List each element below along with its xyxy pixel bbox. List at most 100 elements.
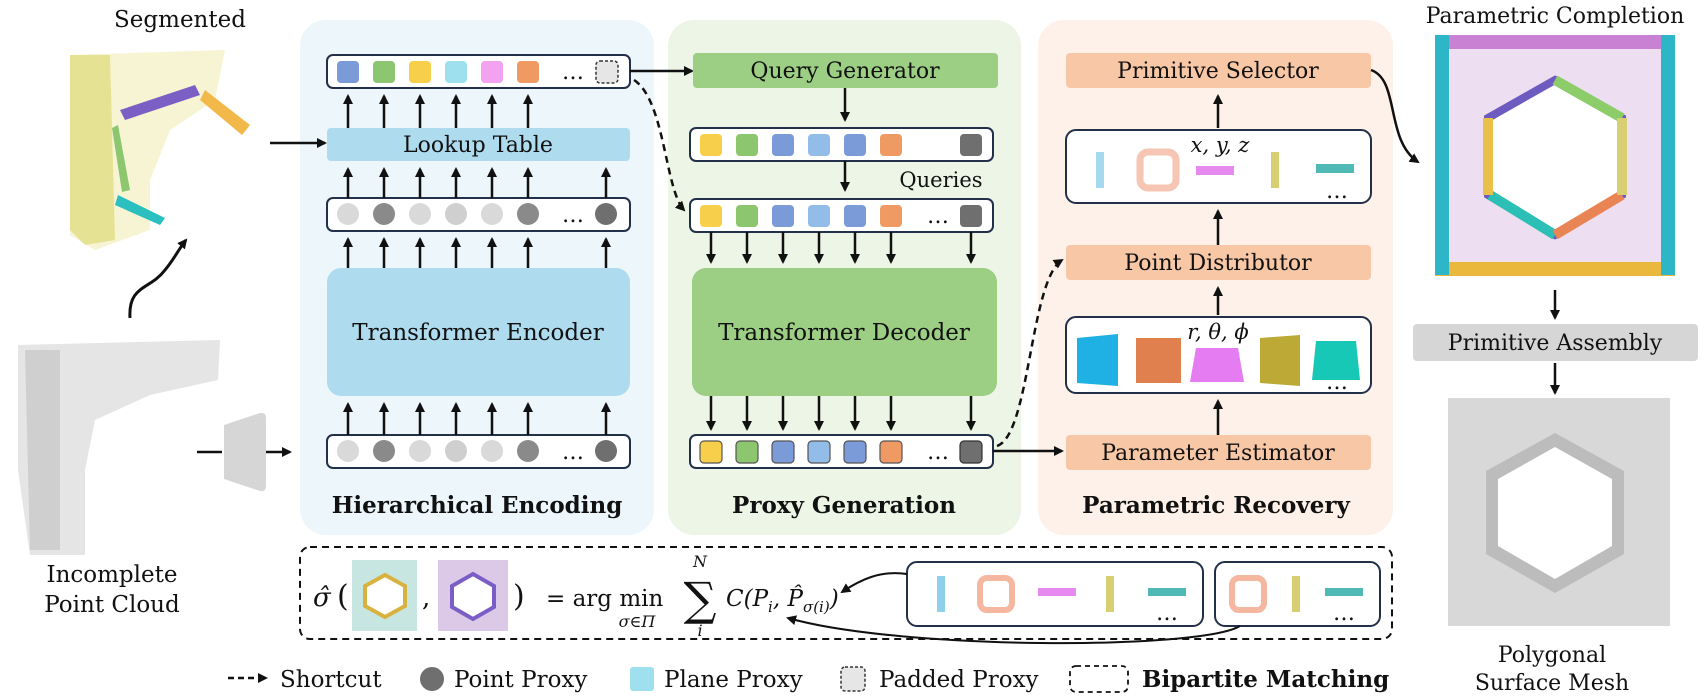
padded-token — [595, 60, 619, 84]
pred-thumbnail — [438, 560, 508, 631]
legend: Shortcut Point Proxy Plane Proxy Padded … — [228, 665, 1389, 693]
proxy-token — [772, 205, 794, 227]
proxy-token — [736, 134, 758, 156]
plane-token — [517, 61, 539, 83]
proxy-token — [700, 134, 722, 156]
surface-mesh-image — [1448, 398, 1670, 626]
query-token-row-mid — [689, 198, 994, 233]
proxy-token — [735, 440, 759, 464]
point-token — [595, 440, 617, 462]
transformer-encoder-label: Transformer Encoder — [352, 320, 603, 346]
sampled-point-primitives — [1096, 148, 1354, 192]
point-token — [337, 440, 359, 462]
queries-label: Queries — [899, 168, 982, 192]
decoding-arrows — [706, 232, 976, 431]
proxy-token — [844, 205, 866, 227]
ellipsis: … — [927, 440, 949, 465]
incomplete-cloud-image — [18, 340, 220, 555]
lookup-table-label: Lookup Table — [403, 133, 553, 158]
plane-token-row — [337, 61, 539, 83]
point-distributor-label: Point Distributor — [1124, 251, 1312, 276]
legend-bipartite-icon — [1069, 665, 1129, 693]
point-token — [481, 203, 503, 225]
proxy-token — [880, 205, 902, 227]
lookup-table-box — [327, 128, 630, 161]
proxy-token — [700, 205, 722, 227]
parametric-completion-image — [1435, 35, 1675, 276]
point-token — [409, 203, 431, 225]
encoder-funnel — [224, 412, 266, 492]
proxy-token — [959, 440, 983, 464]
ellipsis: … — [1326, 179, 1348, 204]
point-token — [517, 203, 539, 225]
proxy-title: Proxy Generation — [732, 492, 956, 519]
sum-symbol: ∑ — [684, 572, 717, 626]
gt-thumbnail — [352, 560, 417, 631]
legend-plane-proxy: Plane Proxy — [664, 667, 803, 693]
point-token — [517, 440, 539, 462]
legend-bipartite: Bipartite Matching — [1142, 666, 1389, 693]
sum-bottom: i — [697, 621, 702, 640]
parameter-estimator-label: Parameter Estimator — [1101, 441, 1335, 466]
proxy-token — [960, 205, 982, 227]
transformer-decoder-label: Transformer Decoder — [718, 320, 970, 346]
parameter-estimator-box — [1066, 435, 1371, 470]
polygonal-label-1: Polygonal — [1498, 643, 1606, 668]
proxy-token — [772, 134, 794, 156]
point-token — [445, 440, 467, 462]
point-token — [373, 203, 395, 225]
comma: , — [422, 583, 430, 613]
encoding-point-row-mid — [326, 197, 631, 232]
ellipsis: … — [1333, 601, 1355, 626]
point-token — [337, 203, 359, 225]
plane-token — [373, 61, 395, 83]
pred-primitive-shapes — [1229, 575, 1363, 613]
proxy-token — [699, 440, 723, 464]
point-token — [595, 203, 617, 225]
legend-point-proxy-icon — [420, 667, 444, 691]
ellipsis: … — [562, 440, 584, 465]
plane-token — [409, 61, 431, 83]
legend-point-proxy: Point Proxy — [454, 667, 587, 693]
argmin-sub: σ∈Π — [619, 612, 657, 631]
query-generator-box — [693, 53, 998, 88]
recovery-title: Parametric Recovery — [1082, 492, 1350, 519]
legend-padded-proxy: Padded Proxy — [879, 667, 1039, 693]
proxy-token — [880, 134, 902, 156]
query-generator-label: Query Generator — [750, 59, 940, 84]
paren-close: ) — [513, 579, 525, 614]
segmented-cloud-image — [70, 50, 250, 250]
primitive-selector-label: Primitive Selector — [1117, 59, 1319, 84]
proxy-token — [771, 440, 795, 464]
gt-primitive-shapes — [937, 575, 1186, 613]
proxy-token — [736, 205, 758, 227]
parametric-completion-label: Parametric Completion — [1426, 4, 1685, 29]
query-token-row — [700, 205, 982, 227]
segmented-label: Segmented — [114, 7, 246, 33]
proxy-token — [808, 134, 830, 156]
cost-function: C(Pi, P̂σ(i)) — [726, 586, 839, 616]
proxy-token — [807, 440, 831, 464]
point-token — [409, 440, 431, 462]
encoding-token-row — [326, 54, 631, 89]
proxy-token — [844, 134, 866, 156]
legend-padded-proxy-icon — [840, 666, 866, 692]
plane-primitive-shapes — [1077, 334, 1360, 386]
transformer-decoder-box — [692, 268, 997, 396]
plane-token — [445, 61, 467, 83]
rtp-label: r, θ, ϕ — [1187, 320, 1248, 344]
primitive-assembly-label: Primitive Assembly — [1448, 331, 1663, 356]
curve-arrow — [128, 238, 188, 319]
encoding-point-row-bottom — [326, 434, 631, 469]
sum-top: N — [692, 552, 708, 571]
legend-shortcut: Shortcut — [280, 667, 382, 693]
point-token — [481, 440, 503, 462]
point-distributor-box — [1066, 245, 1371, 280]
point-token-row — [337, 440, 617, 462]
primitive-assembly-box — [1413, 324, 1698, 361]
proxy-token-row — [699, 440, 983, 464]
encoding-arrows — [343, 94, 611, 435]
proxy-token — [843, 440, 867, 464]
encoding-title: Hierarchical Encoding — [332, 492, 623, 519]
